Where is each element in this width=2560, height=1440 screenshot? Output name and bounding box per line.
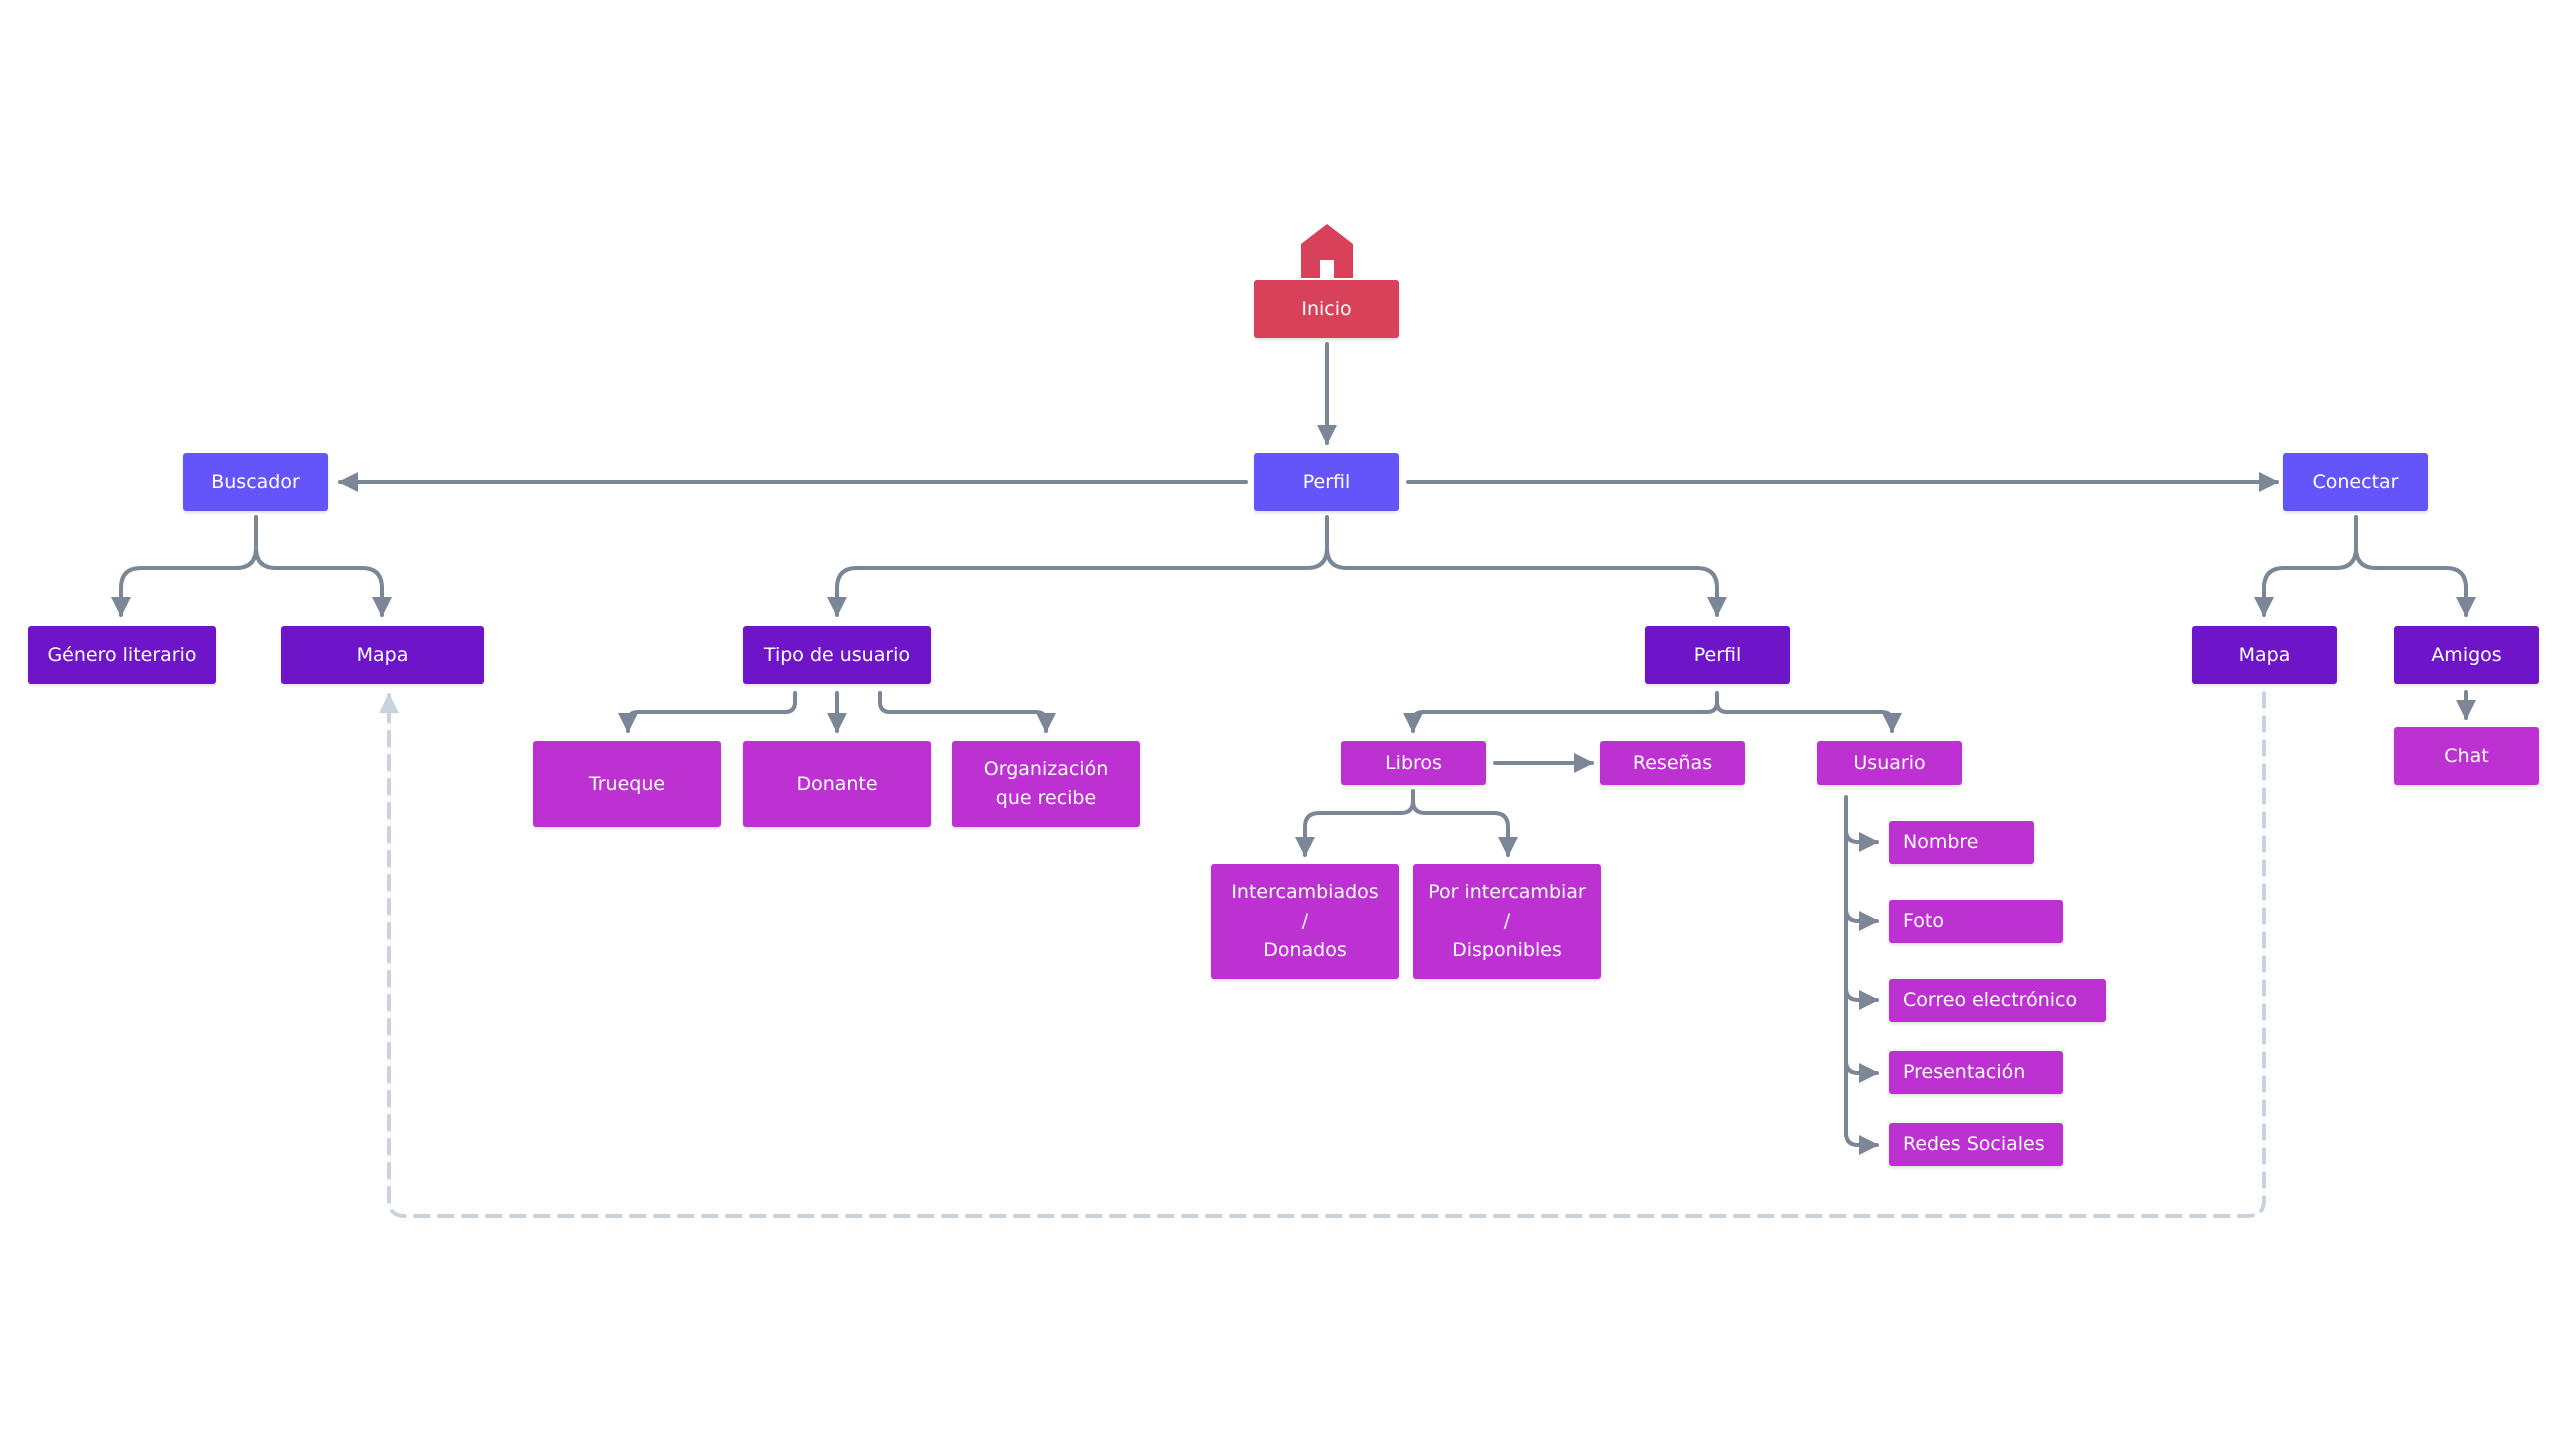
- node-amigos[interactable]: Amigos: [2394, 626, 2539, 684]
- node-usuario[interactable]: Usuario: [1817, 741, 1962, 785]
- node-usuario-label: Usuario: [1853, 751, 1926, 774]
- node-conectar[interactable]: Conectar: [2283, 453, 2428, 511]
- node-organizacion[interactable]: Organización que recibe: [952, 741, 1140, 827]
- node-perfil-main[interactable]: Perfil: [1254, 453, 1399, 511]
- node-presentacion-label: Presentación: [1903, 1061, 2026, 1083]
- node-libros-label: Libros: [1385, 751, 1442, 774]
- connector-mapa-dashed: [379, 691, 2266, 1218]
- node-inicio[interactable]: Inicio: [1254, 280, 1399, 338]
- node-presentacion[interactable]: Presentación: [1889, 1051, 2063, 1094]
- node-libros[interactable]: Libros: [1341, 741, 1486, 785]
- node-resenas-label: Reseñas: [1632, 751, 1713, 774]
- connector-perfil-children: [827, 515, 1329, 617]
- connector-usuario-attributes: [1844, 795, 1879, 1155]
- connector-tipo-organizacion: [878, 691, 1056, 733]
- node-organizacion-label: Organización que recibe: [983, 758, 1109, 809]
- connector-perfilsub-children: [1403, 691, 1719, 733]
- node-buscador-label: Buscador: [211, 470, 300, 493]
- node-mapa-conectar[interactable]: Mapa: [2192, 626, 2337, 684]
- node-nombre[interactable]: Nombre: [1889, 821, 2034, 864]
- node-genero-literario-label: Género literario: [47, 643, 197, 666]
- node-tipo-de-usuario[interactable]: Tipo de usuario: [743, 626, 931, 684]
- node-donante-label: Donante: [796, 772, 878, 795]
- house-icon: [1301, 224, 1353, 278]
- node-trueque[interactable]: Trueque: [533, 741, 721, 827]
- node-conectar-label: Conectar: [2312, 470, 2399, 493]
- node-mapa-conectar-label: Mapa: [2238, 643, 2291, 666]
- node-perfil-sub-label: Perfil: [1693, 643, 1742, 666]
- node-perfil-main-label: Perfil: [1302, 470, 1351, 493]
- node-correo[interactable]: Correo electrónico: [1889, 979, 2106, 1022]
- node-intercambiados-label: Intercambiados / Donados: [1231, 881, 1379, 961]
- node-chat[interactable]: Chat: [2394, 727, 2539, 785]
- node-genero-literario[interactable]: Género literario: [28, 626, 216, 684]
- node-chat-label: Chat: [2444, 744, 2489, 767]
- node-foto[interactable]: Foto: [1889, 900, 2063, 943]
- node-buscador[interactable]: Buscador: [183, 453, 328, 511]
- node-redes-sociales[interactable]: Redes Sociales: [1889, 1123, 2063, 1166]
- node-por-intercambiar[interactable]: Por intercambiar / Disponibles: [1413, 864, 1601, 979]
- node-inicio-label: Inicio: [1301, 297, 1352, 320]
- connector-conectar-children: [2254, 515, 2358, 617]
- node-mapa-buscador-label: Mapa: [356, 643, 409, 666]
- connector-libros-children: [1295, 789, 1415, 857]
- connector-tipo-trueque: [618, 691, 797, 733]
- node-resenas[interactable]: Reseñas: [1600, 741, 1745, 785]
- node-tipo-de-usuario-label: Tipo de usuario: [763, 643, 911, 666]
- node-por-intercambiar-label: Por intercambiar / Disponibles: [1428, 881, 1586, 961]
- node-nombre-label: Nombre: [1903, 831, 1979, 853]
- node-redes-sociales-label: Redes Sociales: [1903, 1133, 2045, 1155]
- node-intercambiados[interactable]: Intercambiados / Donados: [1211, 864, 1399, 979]
- node-mapa-buscador[interactable]: Mapa: [281, 626, 484, 684]
- node-correo-label: Correo electrónico: [1903, 989, 2078, 1011]
- connector-buscador-children: [111, 515, 258, 617]
- node-perfil-sub[interactable]: Perfil: [1645, 626, 1790, 684]
- node-donante[interactable]: Donante: [743, 741, 931, 827]
- node-amigos-label: Amigos: [2431, 643, 2502, 666]
- node-foto-label: Foto: [1903, 910, 1944, 932]
- node-trueque-label: Trueque: [588, 772, 666, 795]
